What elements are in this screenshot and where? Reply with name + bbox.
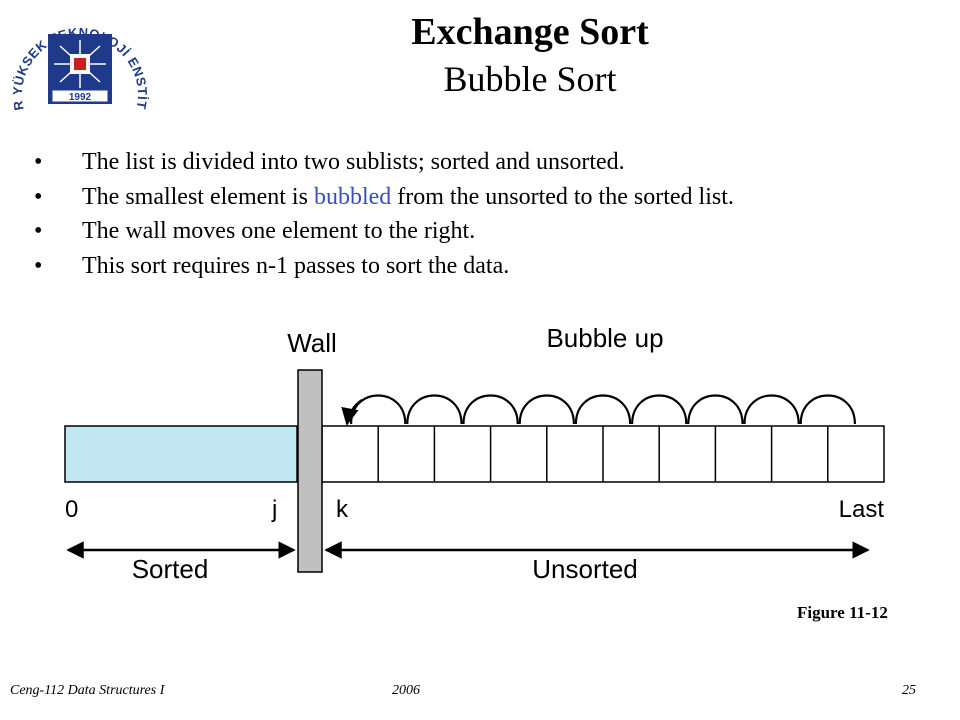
bullet-text: This sort requires n-1 passes to sort th… xyxy=(82,249,509,284)
index-last: Last xyxy=(839,496,885,523)
wall-label: Wall xyxy=(287,328,337,358)
bullet-dot: • xyxy=(34,252,43,279)
bubble-arc xyxy=(687,394,744,425)
bubble-arc xyxy=(350,394,407,425)
bullet-text-part: The smallest element is xyxy=(82,183,314,210)
sorted-label: Sorted xyxy=(132,554,209,584)
logo-year: 1992 xyxy=(69,92,92,103)
bubble-up-label: Bubble up xyxy=(546,323,663,353)
footer-year: 2006 xyxy=(392,683,420,698)
bullet-highlight: bubbled xyxy=(313,183,392,210)
bullet-text-part: The list is divided into two sublists; s… xyxy=(82,149,625,175)
unsorted-label: Unsorted xyxy=(532,554,638,584)
bubble-arc xyxy=(743,394,800,425)
bullet-dot: • xyxy=(34,218,43,244)
bullet-text: The smallest element is bubbled from the… xyxy=(82,180,734,215)
bullet-text: The wall moves one element to the right. xyxy=(82,214,475,249)
bubble-arc xyxy=(574,394,632,425)
bubble-arc xyxy=(406,394,463,425)
footer-page-number: 25 xyxy=(902,683,916,698)
bullet-text: The list is divided into two sublists; s… xyxy=(82,145,625,180)
sorted-region xyxy=(64,425,298,483)
index-k: k xyxy=(336,496,349,523)
index-start: 0 xyxy=(65,496,78,523)
wall-bar xyxy=(297,369,323,573)
bullet-item: • This sort requires n-1 passes to sort … xyxy=(34,249,954,284)
slide-title: Exchange Sort xyxy=(411,11,649,53)
bubble-arc xyxy=(799,394,856,425)
unsorted-cells xyxy=(321,425,885,483)
bullet-text-part: from the unsorted to the sorted list. xyxy=(391,183,734,210)
bubble-arc xyxy=(462,394,519,425)
bubble-arc xyxy=(518,394,575,425)
bubble-arcs xyxy=(350,394,856,425)
bullet-item: • The smallest element is bubbled from t… xyxy=(34,180,954,215)
bullet-item: • The list is divided into two sublists;… xyxy=(34,145,954,180)
slide-subtitle: Bubble Sort xyxy=(443,59,617,99)
bubble-arrow xyxy=(341,398,363,426)
bubble-sort-diagram: Wall Bubble up 0 j k Last Sorted Unsorte… xyxy=(64,323,885,584)
index-j: j xyxy=(271,496,277,523)
bullet-list: • The list is divided into two sublists;… xyxy=(34,145,954,283)
bullet-text-part: This sort requires n-1 passes to sort th… xyxy=(82,252,510,279)
bullet-item: • The wall moves one element to the righ… xyxy=(34,214,954,249)
bullet-text-part: The wall moves one element to the right. xyxy=(82,218,476,244)
bubble-arc xyxy=(631,394,688,425)
footer-course: Ceng-112 Data Structures I xyxy=(10,683,165,698)
figure-caption: Figure 11-12 xyxy=(797,603,888,622)
bullet-dot: • xyxy=(34,183,43,210)
logo-shield: 1992 xyxy=(48,34,112,104)
institution-logo: İZMİR YÜKSEK TEKNOLOJİ ENSTİTÜSÜ 1992 xyxy=(10,6,150,111)
bullet-dot: • xyxy=(34,149,43,175)
